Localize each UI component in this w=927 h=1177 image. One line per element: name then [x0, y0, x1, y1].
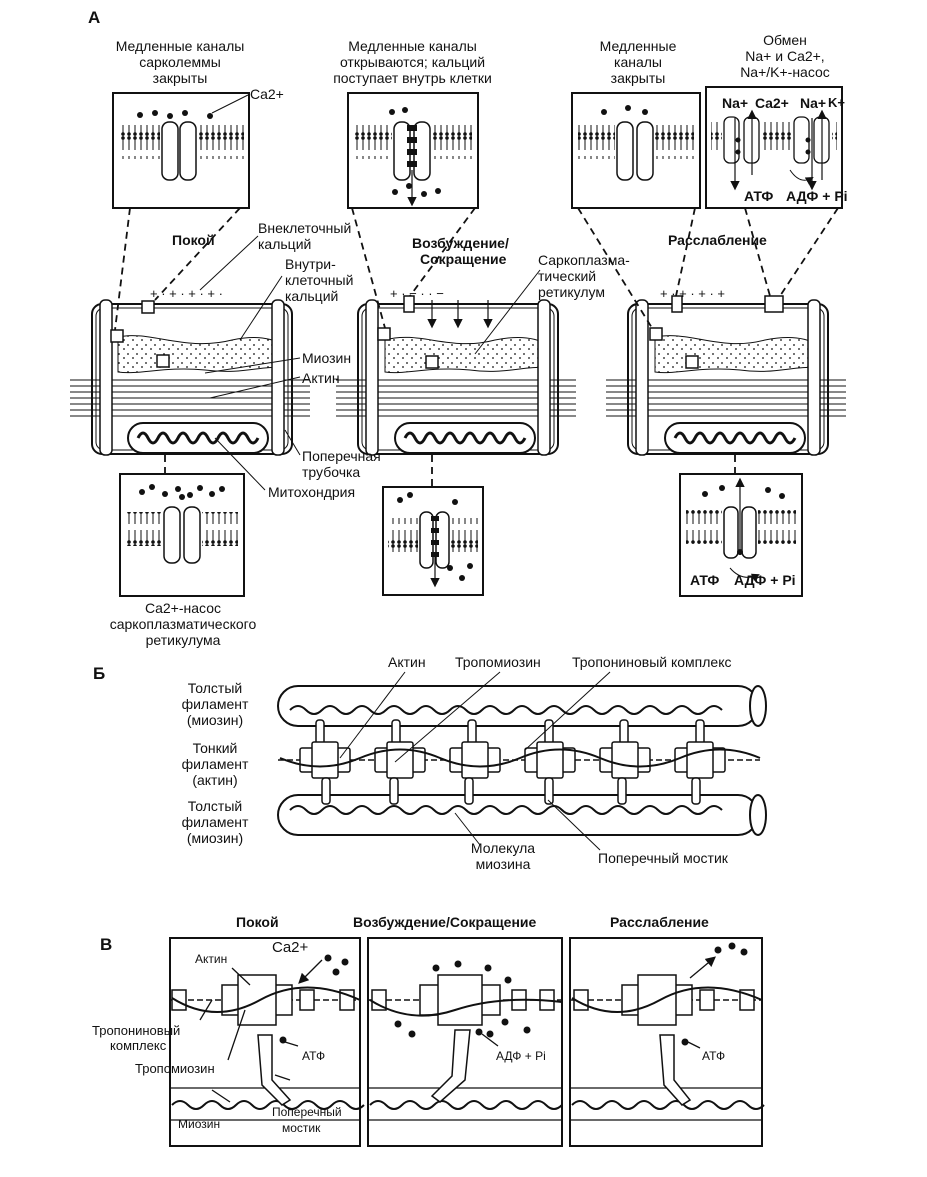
col2-cell [336, 295, 576, 456]
t-tubule-label-1: Поперечная [302, 448, 381, 464]
c-tropomyosin-label: Тропомиозин [135, 1061, 215, 1076]
col2-state-label-1: Возбуждение/ [412, 235, 509, 251]
c-state2: Возбуждение/Сокращение [353, 914, 537, 930]
extracellular-label-1: Внеклеточный [258, 220, 352, 236]
col3-top-caption-1: Медленные [599, 38, 677, 54]
col1-bottom-caption-2: саркоплазматического [109, 616, 257, 632]
col1-state-label: Покой [172, 232, 215, 248]
b-myosin-mol-1: Молекула [470, 840, 536, 856]
c-myosin-label: Миозин [178, 1117, 221, 1131]
svg-text:+ · + · + · +: + · + · + · + [660, 286, 725, 301]
actin-label: Актин [302, 370, 340, 386]
c-atp3-label: АТФ [702, 1049, 726, 1063]
col3-cell [606, 295, 846, 456]
box-na2: Na+ [800, 95, 827, 111]
col1-top-membrane-box [112, 92, 250, 209]
svg-text:+ · − · · −: + · − · · − [390, 286, 444, 301]
c-ca-label: Ca2+ [272, 939, 309, 956]
sr-label-3: ретикулум [538, 284, 605, 300]
col1-top-caption-3: закрыты [152, 70, 208, 86]
t-tubule-label-2: трубочка [302, 464, 361, 480]
col3-bottom-membrane-box [679, 473, 803, 597]
col3-top-membrane-box [571, 92, 701, 209]
col1-cell [70, 299, 310, 456]
panel-b-diagram [277, 671, 767, 851]
b-troponin-label: Тропониновый комплекс [572, 654, 732, 670]
b-thick2-1: Толстый [187, 798, 243, 814]
panel-c-diagram [169, 937, 765, 1147]
sr-label-1: Саркоплазма- [538, 252, 630, 268]
col1-ion-label: Ca2+ [250, 86, 284, 102]
bottom-adp: АДФ + Pi [734, 572, 796, 588]
b-tropomyosin-label: Тропомиозин [455, 654, 541, 670]
b-thin-3: (актин) [192, 772, 238, 788]
c-state3: Расслабление [610, 914, 709, 930]
c-crossbridge-label-2: мостик [282, 1121, 321, 1135]
c-atp1-label: АТФ [302, 1049, 326, 1063]
col3-exchange-box [705, 86, 843, 209]
svg-text:+ · + · + · + ·: + · + · + · + · [150, 286, 223, 301]
col1-bottom-caption-3: ретикулума [145, 632, 221, 648]
b-actin-label: Актин [388, 654, 426, 670]
col1-bottom-membrane-box [119, 473, 245, 597]
panel-c-letter: В [100, 935, 113, 954]
b-thick1-2: филамент [181, 696, 249, 712]
col3-exchange-1: Обмен [763, 32, 807, 48]
box-na1: Na+ [722, 95, 749, 111]
col2-top-caption-2: открываются; кальций [339, 54, 486, 70]
box-atp: АТФ [744, 188, 774, 204]
extracellular-label-2: кальций [258, 236, 312, 252]
box-k: K+ [828, 95, 845, 110]
intracellular-label-3: кальций [285, 288, 339, 304]
col2-top-membrane-box [347, 92, 479, 209]
box-adp: АДФ + Pi [786, 188, 848, 204]
myosin-label: Миозин [302, 350, 352, 366]
c-troponin-label-1: Тропониновый [92, 1023, 181, 1038]
b-thick2-2: филамент [181, 814, 249, 830]
col2-bottom-membrane-box [382, 486, 484, 596]
intracellular-label-2: клеточный [285, 272, 354, 288]
col3-exchange-3: Na+/K+-насос [740, 64, 830, 80]
col1-top-caption-2: сарколеммы [139, 54, 221, 70]
b-thick1-3: (миозин) [186, 712, 244, 728]
intracellular-label-1: Внутри- [285, 256, 336, 272]
sr-label-2: тический [538, 268, 597, 284]
b-thick2-3: (миозин) [186, 830, 244, 846]
panel-a-letter: А [88, 8, 101, 27]
col3-top-caption-3: закрыты [610, 70, 666, 86]
c-state1: Покой [236, 914, 279, 930]
b-thin-1: Тонкий [192, 740, 238, 756]
col2-state-label-2: Сокращение [420, 251, 507, 267]
box-ca: Ca2+ [755, 95, 789, 111]
col1-bottom-caption-1: Ca2+-насос [145, 600, 221, 616]
bottom-atp: АТФ [690, 572, 720, 588]
b-myosin-mol-2: миозина [475, 856, 531, 872]
col2-top-caption-1: Медленные каналы [348, 38, 477, 54]
col1-top-caption-1: Медленные каналы [115, 38, 245, 54]
b-thin-2: филамент [181, 756, 249, 772]
c-actin-label: Актин [195, 952, 228, 966]
col2-top-caption-3: поступает внутрь клетки [333, 70, 492, 86]
panel-a-diagram: + · + · + · + · + · − · · − + · + · + · … [70, 86, 846, 597]
b-crossbridge-label: Поперечный мостик [598, 850, 728, 866]
mitochondria-label: Митохондрия [268, 484, 356, 500]
col3-state-label: Расслабление [668, 232, 767, 248]
c-crossbridge-label-1: Поперечный [272, 1105, 342, 1119]
col3-exchange-2: Na+ и Ca2+, [745, 48, 825, 64]
col3-top-caption-2: каналы [614, 54, 662, 70]
panel-b-letter: Б [93, 664, 106, 683]
c-troponin-label-2: комплекс [110, 1038, 167, 1053]
b-thick1-1: Толстый [187, 680, 243, 696]
c-adp-label: АДФ + Pi [496, 1049, 546, 1063]
